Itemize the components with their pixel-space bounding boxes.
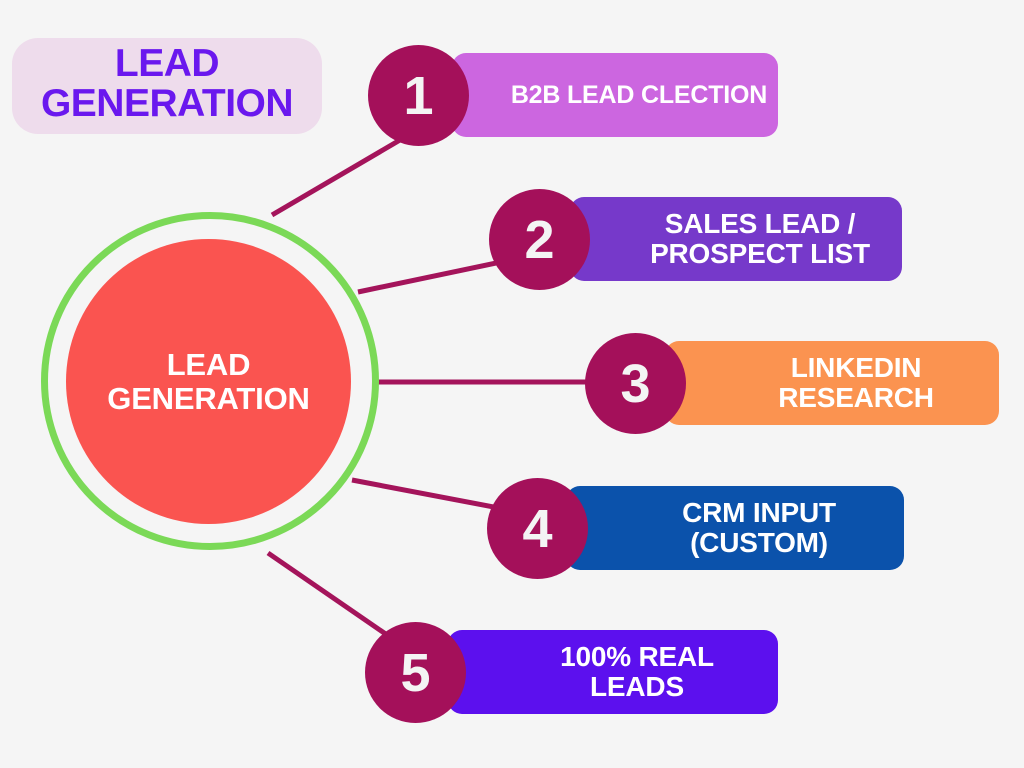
step-bar-3[interactable]: LINKEDIN RESEARCH [665,341,999,425]
step-badge-2[interactable]: 2 [489,189,590,290]
page-title: LEAD GENERATION [12,38,322,134]
connector-line-1 [270,137,402,218]
hub-label: LEAD GENERATION [107,347,310,416]
step-label-2: SALES LEAD / PROSPECT LIST [650,208,870,269]
step-number-3: 3 [620,353,651,414]
page-title-line-1: LEAD [114,42,220,85]
step-label-5: 100% REAL LEADS [560,641,714,702]
step-label-4: CRM INPUT (CUSTOM) [682,497,836,558]
step-bar-2[interactable]: SALES LEAD / PROSPECT LIST [570,197,902,281]
step-number-4: 4 [522,498,553,559]
step-label-3: LINKEDIN RESEARCH [778,352,934,413]
hub-outer-ring [41,212,379,550]
step-badge-4[interactable]: 4 [487,478,588,579]
step-bar-4[interactable]: CRM INPUT (CUSTOM) [566,486,904,570]
page-title-line-2: GENERATION [40,81,294,125]
step-number-1: 1 [403,65,434,126]
step-label-1: B2B LEAD CLECTION [510,80,768,109]
step-bar-5[interactable]: 100% REAL LEADS [448,630,778,714]
step-number-2: 2 [524,209,555,270]
step-badge-1[interactable]: 1 [368,45,469,146]
step-bar-1[interactable]: B2B LEAD CLECTION [452,53,778,137]
step-number-5: 5 [400,642,431,703]
step-badge-3[interactable]: 3 [585,333,686,434]
connector-line-2 [357,255,521,295]
hub-circle: LEAD GENERATION [66,239,351,524]
step-badge-5[interactable]: 5 [365,622,466,723]
